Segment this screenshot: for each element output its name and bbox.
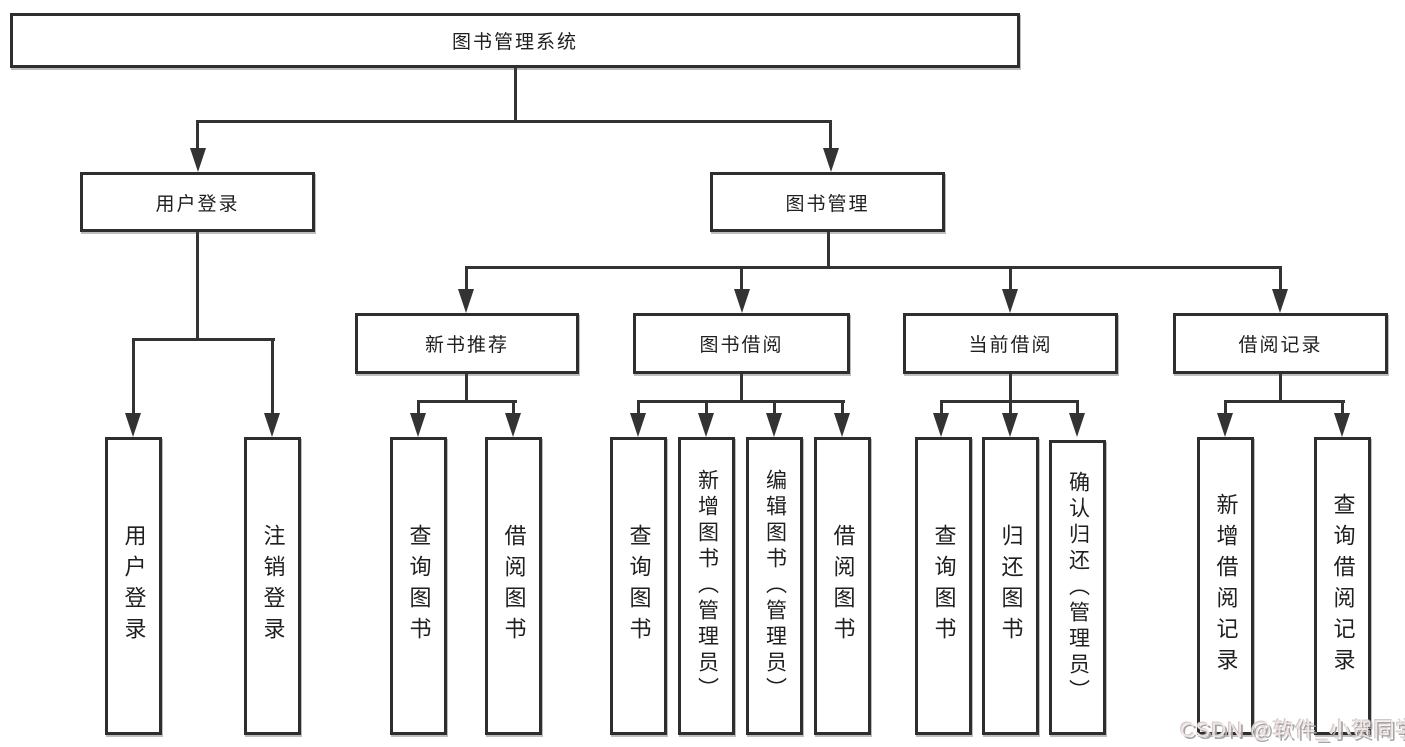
connector-drop bbox=[132, 338, 135, 413]
arrowhead-down bbox=[1002, 413, 1018, 437]
arrowhead-down bbox=[458, 289, 474, 313]
leaf-borrow-books-recommend: 借阅图书 bbox=[485, 437, 542, 735]
arrowhead-down bbox=[834, 413, 850, 437]
connector-bar bbox=[637, 400, 845, 403]
arrowhead-down bbox=[1272, 289, 1288, 313]
arrowhead-down bbox=[933, 413, 949, 437]
arrowhead-down bbox=[1002, 289, 1018, 313]
csdn-watermark: CSDN @软件_小贺同学 bbox=[1180, 719, 1405, 742]
arrowhead-down bbox=[190, 148, 206, 172]
arrowhead-down bbox=[766, 413, 782, 437]
connector-drop bbox=[829, 120, 832, 150]
connector-level3-bar bbox=[465, 266, 1281, 269]
connector-bookmgmt-stem bbox=[827, 232, 830, 268]
leaf-add-borrow-record: 新增借阅记录 bbox=[1197, 437, 1254, 735]
arrowhead-down bbox=[734, 289, 750, 313]
node-borrowing-records: 借阅记录 bbox=[1173, 313, 1388, 374]
connector-drop bbox=[1076, 400, 1079, 413]
arrowhead-down bbox=[410, 413, 426, 437]
arrowhead-down bbox=[630, 413, 646, 437]
connector-userlogin-stem bbox=[196, 232, 199, 338]
connector-bar bbox=[1224, 400, 1345, 403]
node-book-management: 图书管理 bbox=[710, 172, 945, 232]
arrowhead-down bbox=[698, 413, 714, 437]
connector-drop bbox=[271, 338, 274, 413]
connector-drop bbox=[417, 400, 420, 413]
connector-drop bbox=[196, 120, 199, 150]
connector-drop bbox=[1341, 400, 1344, 413]
node-user-login: 用户登录 bbox=[80, 172, 315, 232]
connector-drop bbox=[1009, 266, 1012, 289]
leaf-query-books-current: 查询图书 bbox=[915, 437, 972, 735]
connector-drop bbox=[773, 400, 776, 413]
connector-stem bbox=[1279, 374, 1282, 402]
leaf-add-book-admin: 新增图书（管理员） bbox=[678, 437, 735, 735]
leaf-query-books-recommend: 查询图书 bbox=[390, 437, 447, 735]
connector-root-trunk bbox=[514, 68, 517, 122]
arrowhead-down bbox=[264, 413, 280, 437]
leaf-logout: 注销登录 bbox=[244, 437, 301, 735]
connector-drop bbox=[1009, 400, 1012, 413]
arrowhead-down bbox=[125, 413, 141, 437]
connector-drop bbox=[1224, 400, 1227, 413]
node-current-borrowing: 当前借阅 bbox=[903, 313, 1118, 374]
connector-drop bbox=[705, 400, 708, 413]
connector-stem bbox=[740, 374, 743, 402]
leaf-return-books: 归还图书 bbox=[982, 437, 1039, 735]
leaf-confirm-return-admin: 确认归还（管理员） bbox=[1049, 440, 1106, 735]
connector-stem bbox=[465, 374, 468, 402]
connector-drop bbox=[940, 400, 943, 413]
connector-userlogin-bar bbox=[132, 338, 275, 341]
connector-bar bbox=[417, 400, 517, 403]
arrowhead-down bbox=[1334, 413, 1350, 437]
connector-drop bbox=[1279, 266, 1282, 289]
connector-drop bbox=[512, 400, 515, 413]
node-root-system: 图书管理系统 bbox=[10, 13, 1020, 68]
connector-drop bbox=[841, 400, 844, 413]
arrowhead-down bbox=[823, 148, 839, 172]
connector-drop bbox=[740, 266, 743, 289]
leaf-query-borrow-record: 查询借阅记录 bbox=[1314, 437, 1371, 735]
connector-stem bbox=[1009, 374, 1012, 402]
leaf-edit-book-admin: 编辑图书（管理员） bbox=[746, 437, 803, 735]
connector-drop bbox=[465, 266, 468, 289]
arrowhead-down bbox=[505, 413, 521, 437]
leaf-query-books-borrowing: 查询图书 bbox=[610, 437, 667, 735]
leaf-user-login: 用户登录 bbox=[105, 437, 162, 735]
connector-level2-bar bbox=[196, 120, 832, 123]
arrowhead-down bbox=[1069, 413, 1085, 437]
leaf-borrow-books: 借阅图书 bbox=[814, 437, 871, 735]
connector-drop bbox=[637, 400, 640, 413]
node-new-book-recommend: 新书推荐 bbox=[355, 313, 579, 374]
arrowhead-down bbox=[1217, 413, 1233, 437]
node-book-borrowing: 图书借阅 bbox=[633, 313, 850, 374]
